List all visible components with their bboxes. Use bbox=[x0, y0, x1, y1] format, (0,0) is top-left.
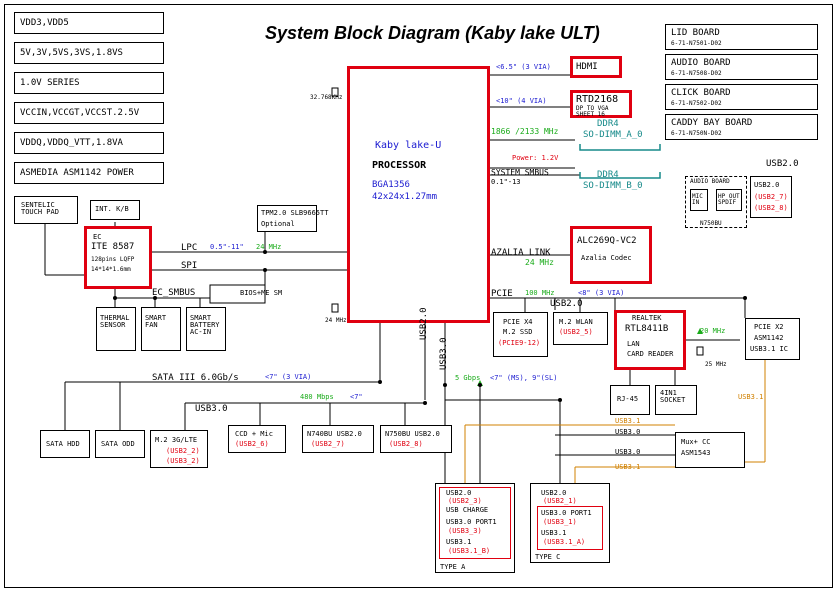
azalia-speed: 24 MHz bbox=[525, 258, 554, 267]
usb3-speed-rate: 5 Gbps bbox=[455, 374, 481, 382]
pcie-x2-xtal: 25 MHz bbox=[705, 361, 727, 368]
usb3-vertical-label: USB3.0 bbox=[439, 337, 449, 370]
power-rail-1: 5V,3V,5VS,3VS,1.8VS bbox=[14, 42, 164, 64]
usb2-speed-rate: 480 Mbps bbox=[300, 393, 334, 401]
sata-odd: SATA ODD bbox=[95, 430, 145, 458]
usb30-label-b: USB3.0 bbox=[615, 448, 641, 456]
azalia-link: AZALIA LINK bbox=[491, 248, 551, 258]
rj45-jack: RJ-45 bbox=[610, 385, 650, 415]
diagram-frame bbox=[4, 4, 833, 588]
type-c-inner bbox=[537, 506, 603, 550]
smart-fan: SMART FAN bbox=[141, 307, 181, 351]
lpc-label: LPC bbox=[181, 243, 198, 253]
diagram-title: System Block Diagram (Kaby lake ULT) bbox=[265, 23, 600, 43]
pcie-x2-clk: 20 MHz bbox=[700, 327, 726, 335]
realtek-block: REALTEK RTL8411B LAN CARD READER bbox=[614, 310, 686, 370]
audio-board-inset: AUDIO BOARD MIC IN HP OUT SPDIF N750BU bbox=[685, 176, 747, 228]
usb31-label-b: USB3.1 bbox=[615, 463, 641, 471]
sata-hdd: SATA HDD bbox=[40, 430, 90, 458]
ddr-a-name: SO-DIMM_A_0 bbox=[583, 130, 643, 140]
pcie-label: PCIE bbox=[491, 289, 513, 299]
usb30-label-a: USB3.0 bbox=[615, 428, 641, 436]
usb31-label-right: USB3.1 bbox=[738, 393, 764, 401]
system-smbus-sub: 0.1"-13 bbox=[491, 178, 521, 186]
card-socket: 4IN1 SOCKET bbox=[655, 385, 697, 415]
m2-3g-lte: M.2 3G/LTE(USB2_2)(USB3_2) bbox=[150, 430, 208, 468]
sata-label: SATA III 6.0Gb/s bbox=[152, 373, 239, 383]
lpc-speed: 24 MHz bbox=[256, 243, 282, 251]
type-a-port: USB2.0 (USB2_3) USB CHARGE USB3.0 PORT1 … bbox=[435, 483, 515, 573]
spi-label: SPI bbox=[181, 261, 198, 271]
ec-block: EC ITE 8587 128pins LQFP 14*14*1.6mm bbox=[84, 226, 152, 289]
internal-keyboard: INT. K/B bbox=[90, 200, 140, 220]
type-a-inner bbox=[439, 487, 511, 559]
pcie-dist: <8" (3 VIA) bbox=[578, 289, 625, 297]
sentelic-touchpad: SENTELIC TOUCH PAD bbox=[14, 196, 78, 224]
usb2-vertical-label: USB2.0 bbox=[419, 307, 429, 340]
rtd-link: <10" (4 VIA) bbox=[496, 97, 547, 105]
hp-out-jack: HP OUT SPDIF bbox=[716, 189, 742, 211]
ddr-b-title: DDR4 bbox=[597, 170, 619, 180]
ec-smbus-label: EC_SMBUS bbox=[152, 288, 196, 298]
ddr-a-title: DDR4 bbox=[597, 119, 619, 129]
m2-wlan: M.2 WLAN(USB2_5) bbox=[553, 312, 608, 345]
ccd-mic: CCD + Mic(USB2_6) bbox=[228, 425, 286, 453]
usb3-speed-dist: <7" (MS), 9"(SL) bbox=[490, 374, 558, 382]
mic-in-jack: MIC IN bbox=[690, 189, 708, 211]
power-rail-2: 1.0V SERIES bbox=[14, 72, 164, 94]
power-rail-5: ASMEDIA ASM1142 POWER bbox=[14, 162, 164, 184]
usb30-bus-label: USB3.0 bbox=[195, 404, 228, 414]
n740bu-usb: N740BU USB2.0(USB2_7) bbox=[302, 425, 374, 453]
hdmi-link: <6.5" (3 VIA) bbox=[496, 63, 551, 71]
sata-dist: <7" (3 VIA) bbox=[265, 373, 312, 381]
usb20-top-block: USB2.0(USB2_7)(USB2_8) bbox=[750, 176, 792, 218]
hdmi-block: HDMI bbox=[570, 56, 622, 78]
lpc-dist: 0.5"-11" bbox=[210, 243, 244, 251]
system-smbus: SYSTEM SMBUS bbox=[491, 168, 549, 177]
crystal-cpu-label: 32.768KHz bbox=[310, 94, 343, 101]
crystal-cpu-bottom-label: 24 MHz bbox=[325, 317, 347, 324]
type-c-port: USB2.0 (USB2_1) USB3.0 PORT1 (USB3_1) US… bbox=[530, 483, 610, 563]
usb20-mid: USB2.0 bbox=[550, 299, 583, 309]
usb31-label-a: USB3.1 bbox=[615, 417, 641, 425]
ddr-speed: 1866 /2133 MHz bbox=[491, 127, 559, 136]
bios-me-label: BIOS+ME SM bbox=[240, 289, 283, 297]
ddr-b-name: SO-DIMM_B_0 bbox=[583, 181, 643, 191]
n750bu-usb: N750BU USB2.0(USB2_8) bbox=[380, 425, 452, 453]
thermal-sensor: THERMAL SENSOR bbox=[96, 307, 136, 351]
ddr-power: Power: 1.2V bbox=[512, 154, 559, 162]
power-rail-4: VDDQ,VDDQ_VTT,1.8VA bbox=[14, 132, 164, 154]
power-rail-0: VDD3,VDD5 bbox=[14, 12, 164, 34]
usb2-speed-dist: <7" bbox=[350, 393, 363, 401]
pcie-speed: 100 MHz bbox=[525, 289, 555, 297]
power-rail-3: VCCIN,VCCGT,VCCST.2.5V bbox=[14, 102, 164, 124]
smart-battery: SMART BATTERY AC-IN bbox=[186, 307, 226, 351]
usb20-top-header: USB2.0 bbox=[766, 159, 799, 169]
cpu-block: Kaby lake-U PROCESSOR BGA1356 42x24x1.27… bbox=[347, 66, 490, 323]
